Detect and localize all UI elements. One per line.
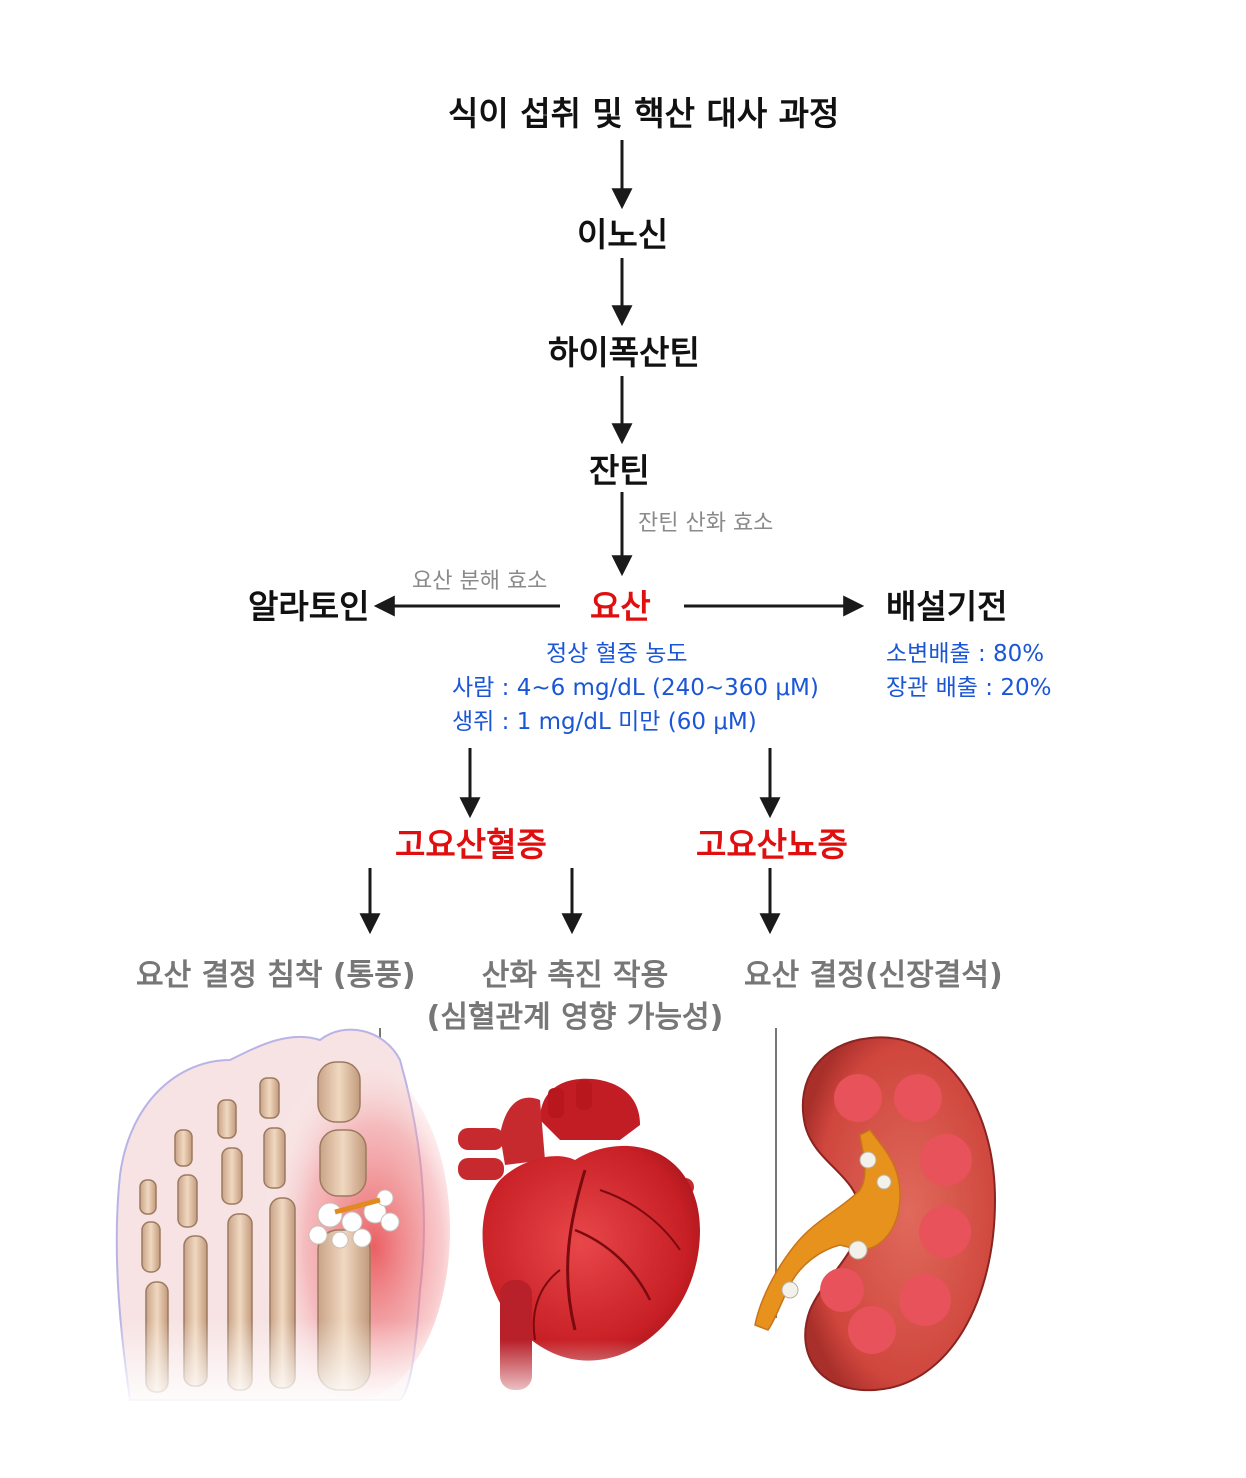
xanthine-oxidase-label: 잔틴 산화 효소 bbox=[638, 511, 774, 536]
pathway-title: 식이 섭취 및 핵산 대사 과정 bbox=[448, 94, 840, 133]
excretion-intestine: 장관 배출 : 20% bbox=[886, 675, 1052, 701]
gout-outcome-label: 요산 결정 침착 (통풍) bbox=[136, 958, 416, 993]
uric-acid-label: 요산 bbox=[590, 587, 651, 626]
excretion-label: 배설기전 bbox=[886, 587, 1008, 626]
oxidation-outcome-line2: (심혈관계 영향 가능성) bbox=[426, 1000, 724, 1035]
uricase-label: 요산 분해 효소 bbox=[412, 569, 548, 594]
allantoin-label: 알라토인 bbox=[248, 587, 370, 626]
inosine-label: 이노신 bbox=[577, 215, 669, 254]
hypoxanthine-label: 하이폭산틴 bbox=[548, 333, 700, 372]
normal-level-human: 사람 : 4~6 mg/dL (240~360 μM) bbox=[452, 675, 819, 701]
xanthine-label: 잔틴 bbox=[589, 451, 650, 490]
kidney-stone-outcome-label: 요산 결정(신장결석) bbox=[744, 958, 1003, 993]
normal-level-mouse: 생쥐 : 1 mg/dL 미만 (60 μM) bbox=[452, 709, 757, 735]
normal-level-heading: 정상 혈중 농도 bbox=[546, 641, 688, 667]
oxidation-outcome-line1: 산화 촉진 작용 bbox=[481, 958, 669, 993]
hyperuricosuria-label: 고요산뇨증 bbox=[696, 825, 848, 864]
hyperuricemia-label: 고요산혈증 bbox=[395, 825, 547, 864]
excretion-urine: 소변배출 : 80% bbox=[886, 641, 1045, 667]
